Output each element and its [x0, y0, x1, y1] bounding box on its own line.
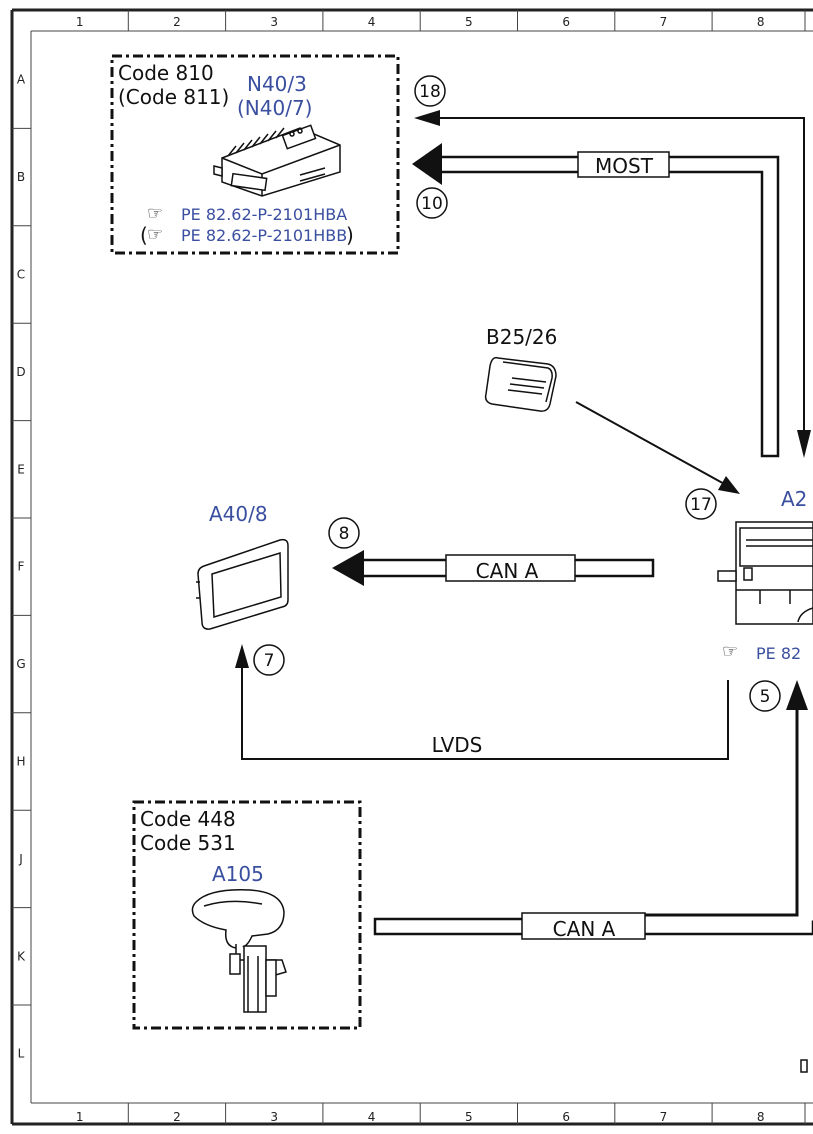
display-id: A40/8: [209, 502, 268, 526]
callout-5-label: 5: [760, 687, 771, 707]
callout-7: 7: [253, 644, 285, 676]
grid-row-label-B: B: [17, 170, 25, 184]
lvds-line: LVDS: [235, 644, 729, 760]
grid-col-label-1-bottom: 1: [76, 1110, 84, 1124]
callout-8-label: 8: [339, 524, 350, 544]
right-vertical-line: [797, 118, 811, 458]
can-a-display-bus: CAN A: [332, 550, 655, 586]
callout-8: 8: [328, 517, 360, 549]
head-unit-component: A2 ☞ PE 82: [717, 487, 813, 663]
amplifier-id-1: N40/3: [247, 72, 307, 96]
callout-18-label: 18: [419, 82, 441, 102]
grid-col-label-7-bottom: 7: [660, 1110, 668, 1124]
can-a-selector-bus: CAN A: [373, 680, 813, 941]
most-bus-label: MOST: [595, 154, 654, 178]
most-bus: MOST: [412, 143, 780, 458]
amplifier-option-box: [110, 54, 400, 255]
amplifier-icon: [213, 124, 341, 197]
callout-10-label: 10: [421, 194, 443, 214]
selector-code-1: Code 448: [140, 807, 236, 831]
amplifier-code-2: (Code 811): [118, 85, 229, 109]
amplifier-id-2: (N40/7): [237, 96, 312, 120]
grid-row-label-G: G: [16, 657, 25, 671]
can-a-display-label-box: [445, 554, 576, 582]
lvds-label: LVDS: [432, 733, 483, 757]
grid-col-label-6-bottom: 6: [562, 1110, 570, 1124]
amplifier-ref-2: PE 82.62-P-2101HBB: [181, 226, 347, 245]
grid-row-label-J: J: [18, 852, 23, 866]
amplifier-ref-2-paren-open: (: [140, 223, 148, 247]
sensor-id: B25/26: [486, 325, 557, 349]
can-a-selector-label: CAN A: [553, 917, 616, 941]
grid-col-label-4-bottom: 4: [368, 1110, 376, 1124]
callout-17: 17: [685, 488, 717, 520]
grid-row-labels: A B C D E F G H J K L: [12, 73, 31, 1061]
selector-component: Code 448 Code 531 A105: [132, 800, 362, 1030]
grid-col-label-3-bottom: 3: [270, 1110, 278, 1124]
callout-17-label: 17: [690, 495, 712, 515]
sensor-component: B25/26: [484, 325, 740, 494]
grid-col-label-2-bottom: 2: [173, 1110, 181, 1124]
can-a-display-label: CAN A: [476, 559, 539, 583]
head-unit-icon: [717, 521, 813, 625]
head-unit-ref-hand-icon: ☞: [722, 641, 738, 662]
sensor-icon: [484, 356, 557, 412]
grid-col-label-5-top: 5: [465, 15, 473, 29]
grid-col-label-2-top: 2: [173, 15, 181, 29]
grid-row-label-K: K: [17, 949, 26, 963]
signal-arrow-18: [414, 110, 805, 126]
most-bus-label-box: [577, 151, 670, 178]
grid-col-label-6-top: 6: [562, 15, 570, 29]
grid-row-label-C: C: [17, 268, 25, 282]
amplifier-ref-2-paren-close: ): [346, 223, 354, 247]
head-unit-id: A2: [781, 487, 807, 511]
grid-col-label-1-top: 1: [76, 15, 84, 29]
selector-id: A105: [212, 862, 264, 886]
grid-row-label-L: L: [18, 1047, 25, 1061]
can-a-selector-label-box: [521, 912, 646, 940]
grid-col-label-5-bottom: 5: [465, 1110, 473, 1124]
callout-7-label: 7: [264, 651, 275, 671]
grid-col-label-4-top: 4: [368, 15, 376, 29]
callout-18: 18: [414, 75, 446, 107]
grid-column-labels: 1 1 2 2 3 3 4 4 5 5 6 6 7 7 8 8: [76, 10, 765, 1124]
callout-5: 5: [749, 680, 781, 712]
amplifier-code-1: Code 810: [118, 61, 214, 85]
grid-row-label-H: H: [16, 755, 25, 769]
display-icon: [196, 538, 289, 630]
grid-col-label-8-bottom: 8: [757, 1110, 765, 1124]
display-component: A40/8: [196, 502, 289, 630]
grid-col-label-7-top: 7: [660, 15, 668, 29]
amplifier-ref-1-hand-icon: ☞: [147, 203, 163, 224]
grid-row-label-A: A: [17, 73, 26, 87]
grid-row-label-E: E: [17, 462, 25, 476]
amplifier-component: Code 810 (Code 811) N40/3 (N40/7) ☞ PE 8…: [110, 54, 400, 255]
partial-connector-mark: [800, 1059, 808, 1073]
amplifier-ref-2-hand-icon: ☞: [147, 224, 163, 245]
callout-10: 10: [416, 187, 448, 219]
grid-col-label-8-top: 8: [757, 15, 765, 29]
grid-row-label-D: D: [16, 365, 25, 379]
grid-row-label-F: F: [18, 560, 25, 574]
selector-icon: [191, 889, 287, 1013]
head-unit-ref: PE 82: [756, 644, 801, 663]
selector-code-2: Code 531: [140, 831, 236, 855]
border-frame: [10, 8, 813, 1126]
grid-col-label-3-top: 3: [270, 15, 278, 29]
amplifier-ref-1: PE 82.62-P-2101HBA: [181, 205, 347, 224]
selector-option-box: [132, 800, 362, 1030]
